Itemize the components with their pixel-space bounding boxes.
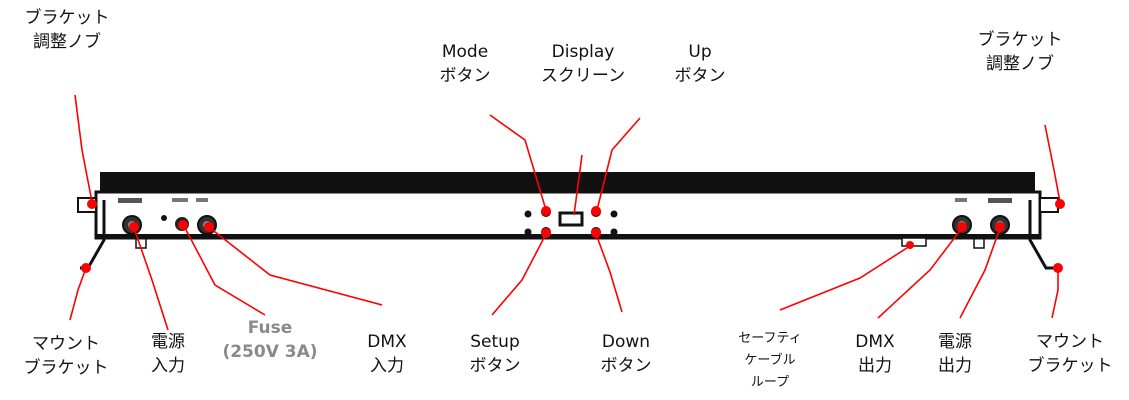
label-line: 電源	[938, 332, 972, 352]
panel-print	[172, 198, 188, 202]
label-power-out: 電源 出力	[924, 330, 986, 378]
fixture-top-bar	[100, 172, 1035, 194]
label-line: スクリーン	[540, 66, 626, 86]
panel-print	[955, 198, 967, 202]
dot-power-out	[995, 222, 1005, 232]
leader-power-in	[133, 227, 169, 331]
control-dot	[610, 228, 618, 236]
dot-bracket-knob-right	[1055, 199, 1065, 209]
control-dot	[524, 228, 532, 236]
label-fuse: Fuse (250V 3A)	[220, 316, 320, 364]
display-screen	[558, 211, 584, 227]
label-safety-cable-loop: セーフティ ケーブル ループ	[725, 328, 815, 394]
label-line: 出力	[858, 356, 892, 376]
label-line: ブラケット	[1027, 356, 1113, 376]
callout-dots	[81, 199, 1065, 273]
dot-dmx-in	[204, 222, 214, 232]
leader-bracket-knob-right	[1044, 124, 1061, 203]
panel-print	[196, 198, 208, 202]
label-line: セーフティ	[738, 331, 802, 346]
leader-power-out	[959, 227, 1001, 319]
label-line: 入力	[151, 356, 185, 376]
leader-mount-bracket-left	[69, 267, 87, 321]
leader-mount-bracket-right	[1051, 268, 1059, 319]
dot-fuse	[178, 220, 188, 230]
label-line: ボタン	[674, 66, 726, 86]
dot-power-in	[129, 222, 139, 232]
label-line: Up	[688, 42, 712, 62]
dot-dmx-out	[957, 222, 967, 232]
label-line: 出力	[938, 356, 972, 376]
leader-dmx-in	[209, 227, 383, 306]
foot-tab	[973, 237, 985, 249]
dot-mount-bracket-left	[81, 263, 91, 273]
label-down-button: Down ボタン	[586, 330, 666, 378]
label-line: Fuse	[247, 318, 293, 338]
label-line: 電源	[151, 332, 185, 352]
label-line: ループ	[750, 375, 790, 390]
label-mount-bracket-right: マウント ブラケット	[1020, 330, 1120, 378]
label-line: 入力	[370, 356, 404, 376]
dot-down-button	[591, 228, 601, 238]
control-dot	[524, 210, 532, 218]
leader-setup-button	[491, 233, 547, 316]
label-mode-button: Mode ボタン	[425, 40, 505, 88]
label-line: ブラケット	[977, 30, 1063, 50]
leader-dmx-out	[877, 227, 963, 319]
label-up-button: Up ボタン	[660, 40, 740, 88]
label-line: DMX	[367, 332, 407, 352]
mount-bracket-right	[1028, 200, 1054, 270]
label-line: 調整ノブ	[33, 32, 101, 52]
leader-up-button	[596, 117, 641, 211]
label-line: (250V 3A)	[222, 342, 318, 362]
label-mount-bracket-left: マウント ブラケット	[18, 332, 114, 380]
label-line: ブラケット	[24, 8, 110, 28]
label-bracket-knob-right: ブラケット 調整ノブ	[975, 28, 1065, 76]
dot-bracket-knob-left	[87, 199, 97, 209]
label-dmx-in: DMX 入力	[354, 330, 420, 378]
dot-mode-button	[541, 206, 551, 216]
label-line: マウント	[1036, 332, 1104, 352]
leader-bracket-knob-left	[74, 94, 93, 203]
label-line: ブラケット	[23, 358, 109, 378]
label-line: ボタン	[600, 356, 652, 376]
label-line: DMX	[855, 332, 895, 352]
leader-down-button	[595, 233, 623, 313]
label-dmx-out: DMX 出力	[842, 330, 908, 378]
dot-mount-bracket-right	[1053, 263, 1063, 273]
dot-setup-button	[541, 228, 551, 238]
leader-mode-button	[489, 114, 547, 211]
safety-cable-loop	[901, 237, 927, 247]
label-line: ケーブル	[744, 353, 796, 368]
label-display-screen: Display スクリーン	[528, 40, 638, 88]
leader-fuse	[183, 225, 266, 316]
panel-print	[988, 198, 1012, 203]
label-line: ボタン	[439, 66, 491, 86]
label-bracket-knob-left: ブラケット 調整ノブ	[22, 6, 112, 54]
dot-up-button	[591, 206, 601, 216]
leader-display-screen	[573, 154, 583, 216]
callout-lines	[69, 94, 1061, 331]
label-line: Setup	[470, 332, 520, 352]
label-line: Display	[551, 42, 615, 62]
label-line: マウント	[32, 334, 100, 354]
label-line: 調整ノブ	[986, 54, 1054, 74]
leader-safety-loop	[779, 245, 911, 311]
label-line: Mode	[441, 42, 489, 62]
panel-print	[118, 198, 142, 203]
label-power-in: 電源 入力	[138, 330, 198, 378]
label-line: ボタン	[469, 356, 521, 376]
dot-safety-loop	[906, 241, 914, 249]
label-line: Down	[601, 332, 651, 352]
control-dot	[610, 210, 618, 218]
label-setup-button: Setup ボタン	[455, 330, 535, 378]
fixture-bottom-rail	[96, 234, 1040, 239]
